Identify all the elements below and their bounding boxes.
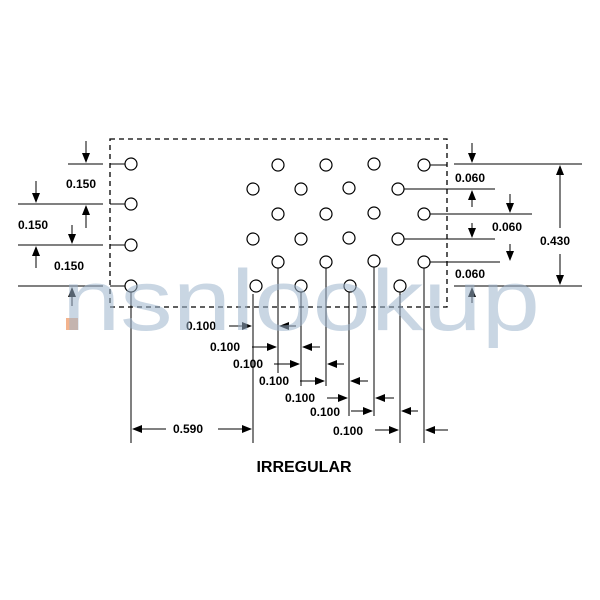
hole bbox=[246, 232, 260, 246]
hole bbox=[367, 206, 381, 220]
right-reference-lines bbox=[404, 163, 582, 287]
dim-pitch-5: 0.100 bbox=[285, 391, 315, 405]
hole bbox=[124, 197, 138, 211]
hole bbox=[342, 231, 356, 245]
watermark-dot bbox=[66, 318, 78, 330]
dim-right-offset-bottom: 0.060 bbox=[455, 267, 485, 281]
dim-pitch-3: 0.100 bbox=[233, 357, 263, 371]
hole bbox=[246, 182, 260, 196]
pitch-arrows bbox=[132, 322, 448, 434]
dim-right-offset-mid: 0.060 bbox=[492, 220, 522, 234]
dim-left-spacing-3: 0.150 bbox=[54, 259, 84, 273]
hole bbox=[391, 232, 405, 246]
right-dimension-arrows bbox=[468, 143, 564, 303]
dim-right-offset-top: 0.060 bbox=[455, 171, 485, 185]
dim-pitch-7: 0.100 bbox=[333, 424, 363, 438]
hole bbox=[124, 157, 138, 171]
hole bbox=[249, 279, 263, 293]
hole bbox=[319, 158, 333, 172]
hole bbox=[417, 158, 431, 172]
hole bbox=[342, 181, 356, 195]
left-dimension-arrows bbox=[32, 141, 90, 306]
diagram-title: IRREGULAR bbox=[256, 459, 352, 476]
hole bbox=[294, 182, 308, 196]
dim-left-spacing-2: 0.150 bbox=[18, 218, 48, 232]
hole bbox=[294, 232, 308, 246]
hole bbox=[367, 157, 381, 171]
dim-pitch-6: 0.100 bbox=[310, 405, 340, 419]
extension-lines bbox=[130, 267, 425, 443]
dim-left-offset: 0.590 bbox=[173, 422, 203, 436]
dim-overall-height: 0.430 bbox=[540, 234, 570, 248]
hole bbox=[391, 182, 405, 196]
hole bbox=[124, 238, 138, 252]
hole bbox=[271, 158, 285, 172]
hole bbox=[417, 207, 431, 221]
left-reference-lines bbox=[18, 163, 103, 287]
dim-pitch-4: 0.100 bbox=[259, 374, 289, 388]
watermark-text: nsnlookup bbox=[62, 253, 540, 349]
right-hole-tails bbox=[430, 164, 447, 263]
hole bbox=[271, 207, 285, 221]
watermark-logo: nsnlookup bbox=[62, 253, 540, 349]
left-hole-column bbox=[110, 157, 138, 293]
hole bbox=[343, 279, 357, 293]
hole bbox=[319, 207, 333, 221]
dim-pitch-1: 0.100 bbox=[186, 319, 216, 333]
dim-left-spacing-1: 0.150 bbox=[66, 177, 96, 191]
dim-pitch-2: 0.100 bbox=[210, 340, 240, 354]
